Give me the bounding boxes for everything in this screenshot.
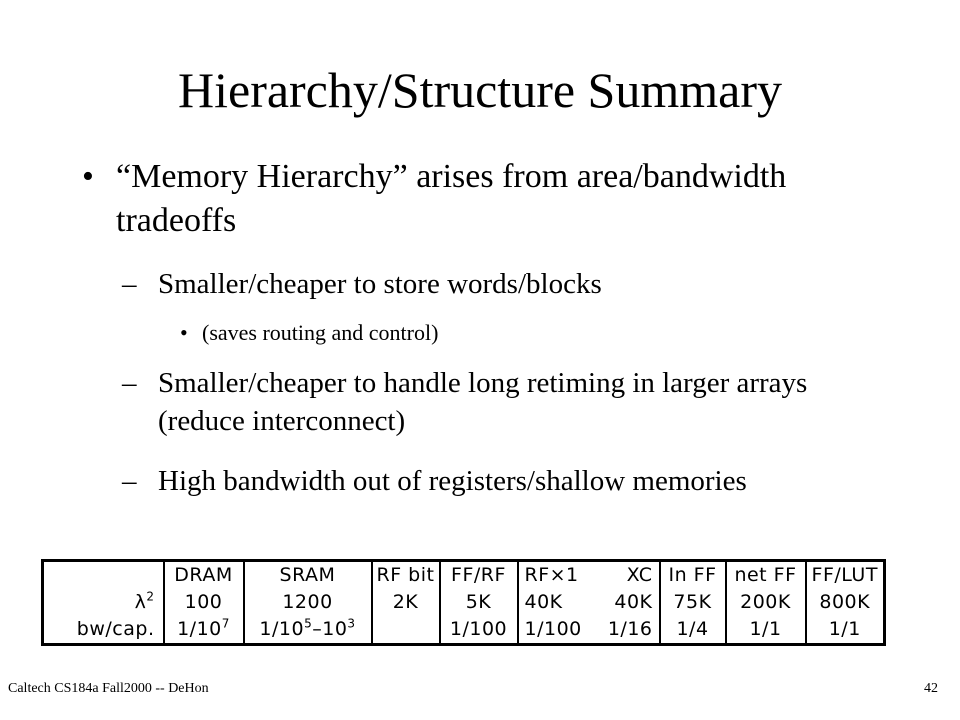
bullet-marker: – bbox=[122, 268, 137, 300]
row-label-bw: bw/cap. bbox=[41, 616, 165, 645]
table-row: bw/cap. 1/107 1/105–103 1/100 1/100 1/16… bbox=[41, 616, 886, 645]
col-header: FF/RF bbox=[438, 560, 519, 589]
bullet-marker: • bbox=[180, 320, 188, 345]
bw-cell: 1/1 bbox=[804, 616, 886, 645]
bullet-text: High bandwidth out of registers/shallow … bbox=[158, 465, 747, 497]
table-row: DRAM SRAM RF bit FF/RF RF×1 XC In FF net… bbox=[41, 560, 886, 589]
footer-course: Caltech CS184a Fall2000 -- DeHon bbox=[8, 681, 209, 696]
col-header: DRAM bbox=[162, 560, 245, 589]
bullet-marker: • bbox=[82, 158, 94, 195]
area-cell: 800K bbox=[804, 589, 886, 616]
area-cell: 1200 bbox=[242, 589, 373, 616]
area-cell: 5K bbox=[438, 589, 519, 616]
area-cell: 2K bbox=[370, 589, 441, 616]
area-cell: 75K bbox=[658, 589, 727, 616]
row-label-lambda: λ2 bbox=[41, 589, 165, 616]
bw-cell-pair: 1/100 1/16 bbox=[516, 616, 661, 645]
comparison-table-wrapper: DRAM SRAM RF bit FF/RF RF×1 XC In FF net… bbox=[41, 559, 886, 646]
bw-cell: 1/16 bbox=[607, 618, 653, 640]
col-header: net FF bbox=[724, 560, 807, 589]
col-header-pair: RF×1 XC bbox=[516, 560, 661, 589]
bullet-marker: – bbox=[122, 367, 137, 399]
col-header: FF/LUT bbox=[804, 560, 886, 589]
area-bandwidth-table: DRAM SRAM RF bit FF/RF RF×1 XC In FF net… bbox=[41, 559, 886, 646]
row-label-empty bbox=[41, 560, 165, 589]
col-header: XC bbox=[626, 564, 653, 586]
bullet-text: Smaller/cheaper to handle long retiming … bbox=[158, 367, 808, 437]
bullet-text: “Memory Hierarchy” arises from area/band… bbox=[116, 158, 787, 239]
area-cell: 40K bbox=[614, 591, 653, 613]
bullet-text: (saves routing and control) bbox=[202, 320, 439, 345]
bullet-text: Smaller/cheaper to store words/blocks bbox=[158, 268, 602, 300]
bw-cell: 1/100 bbox=[524, 618, 582, 640]
slide-title: Hierarchy/Structure Summary bbox=[178, 62, 782, 118]
bw-cell bbox=[370, 616, 441, 645]
bw-cell: 1/1 bbox=[724, 616, 807, 645]
bw-cell: 1/100 bbox=[438, 616, 519, 645]
bw-cell: 1/107 bbox=[162, 616, 245, 645]
footer-page-number: 42 bbox=[924, 681, 938, 696]
bullet-marker: – bbox=[122, 465, 137, 497]
area-cell-pair: 40K 40K bbox=[516, 589, 661, 616]
table-row: λ2 100 1200 2K 5K 40K 40K 75K 200K 800K bbox=[41, 589, 886, 616]
col-header: RF bit bbox=[370, 560, 441, 589]
area-cell: 200K bbox=[724, 589, 807, 616]
bw-cell: 1/4 bbox=[658, 616, 727, 645]
area-cell: 40K bbox=[524, 591, 563, 613]
col-header: SRAM bbox=[242, 560, 373, 589]
col-header: RF×1 bbox=[524, 564, 579, 586]
col-header: In FF bbox=[658, 560, 727, 589]
bw-cell: 1/105–103 bbox=[242, 616, 373, 645]
area-cell: 100 bbox=[162, 589, 245, 616]
